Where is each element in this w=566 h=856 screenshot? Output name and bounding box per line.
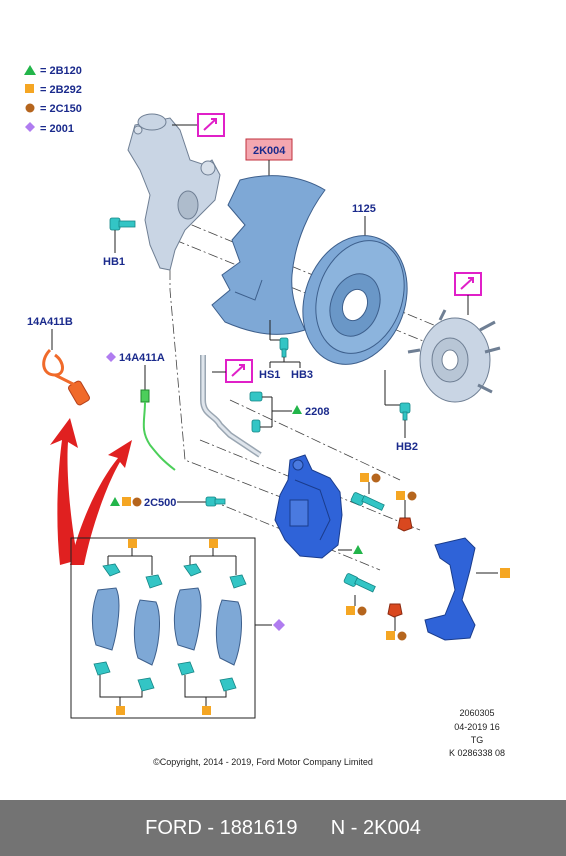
legend-label-2c150: = 2C150 [40,103,82,115]
caliper-bracket [424,537,476,641]
caliper-triangle-icon [353,545,363,554]
diagram-date: 04-2019 16 [454,722,500,732]
wear-sensor-connector [42,348,90,406]
highlighted-part-number: 2K004 [253,145,286,157]
callout-caliper-bolt: 2C500 [144,497,176,509]
callout-hs1: HS1 [259,369,280,381]
diagram-ref: K 0286338 08 [449,748,505,758]
bushing-lower-square-icon [386,631,395,640]
bushing-lower-circle-icon [397,631,407,641]
legend-diamond-icon [25,122,35,132]
pad-clips-bottom [93,661,237,692]
wheel-hub [407,309,501,403]
guide-bushing-lower [387,603,403,618]
guide-bushing-upper [397,517,413,532]
footer-spacer [297,817,330,840]
caliper-bolt [205,496,226,507]
legend-label-2b120: = 2B120 [40,65,82,77]
footer-brand-part: FORD - 1881619 [145,816,298,839]
legend-square-icon [25,84,34,93]
bushing-upper-square-icon [396,491,405,500]
brake-pad-kit-box [70,537,256,719]
caliper-bolt-triangle-icon [110,497,120,506]
pad-kit-diamond-icon [273,619,285,631]
copyright-notice: ©Copyright, 2014 - 2019, Ford Motor Comp… [153,757,373,767]
hb2-bolt [399,402,411,421]
diagram-tg: TG [471,735,484,745]
exploded-parts-diagram: = 2B120 = 2B292 = 2C150 = 2001 HB1 2K004 [24,65,510,767]
pin-upper-circle-icon [371,473,381,483]
diagram-code: 2060305 [459,708,494,718]
pad-clips-top [102,563,247,589]
callout-disc: 1125 [352,203,376,215]
brake-hose [200,355,262,458]
callout-hb1: HB1 [103,256,125,268]
brake-pads [91,587,242,666]
pad-clip-top-right-square-icon [209,539,218,548]
guide-pin-upper [350,492,385,511]
callout-sensor-a: 14A411A [119,352,165,364]
bushing-upper-circle-icon [407,491,417,501]
caliper-bolt-circle-icon [132,497,142,507]
replacement-note-icon-3 [225,359,253,383]
bleed-triangle-icon [292,405,302,414]
legend-label-2b292: = 2B292 [40,84,82,96]
callout-hb2: HB2 [396,441,418,453]
pin-lower-square-icon [346,606,355,615]
dust-shield [211,175,326,335]
caliper-bolt-square-icon [122,497,131,506]
replacement-note-icon-2 [454,272,482,296]
red-direction-arrows [50,418,132,565]
guide-pin-lower [343,573,376,593]
legend-label-2001: = 2001 [40,123,74,135]
part-number-footer: FORD - 1881619 N - 2K004 [0,800,566,856]
bracket-square-icon [500,568,510,578]
callout-sensor-b: 14A411B [27,316,73,328]
footer-reference: N - 2K004 [330,816,421,839]
legend: = 2B120 = 2B292 = 2C150 = 2001 [24,65,82,135]
bleed-screw [249,391,263,433]
callout-bleed: 2208 [305,406,329,418]
legend-triangle-icon [24,65,36,75]
brake-caliper [274,454,343,559]
pad-clip-bottom-right-square-icon [202,706,211,715]
brake-disc [302,235,408,365]
legend-circle-icon [25,103,35,113]
pin-upper-square-icon [360,473,369,482]
hs1-hb3-bolt [279,337,289,358]
hb1-bolt [109,217,136,231]
sensor-a-diamond-icon [106,352,116,362]
replacement-note-icon-1 [197,113,225,137]
callout-hb3: HB3 [291,369,313,381]
pin-lower-circle-icon [357,606,367,616]
wear-sensor-wire [140,389,176,471]
pad-clip-top-left-square-icon [128,539,137,548]
steering-knuckle [127,113,221,271]
pad-clip-bottom-left-square-icon [116,706,125,715]
